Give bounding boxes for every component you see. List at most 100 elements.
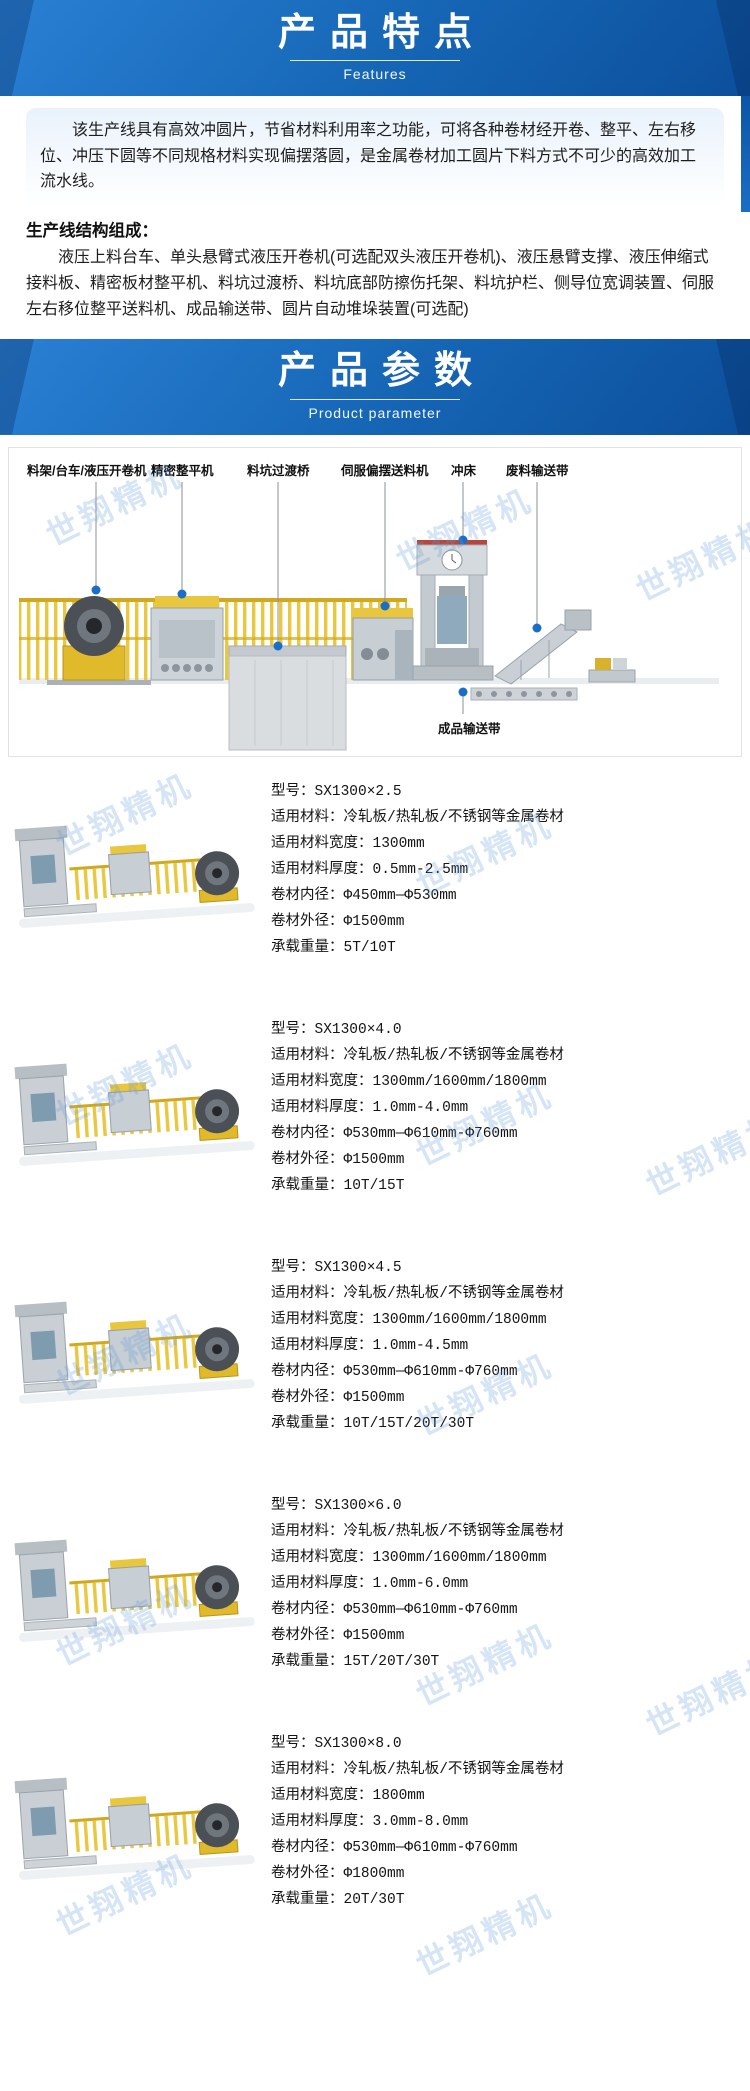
features-banner-subtitle: Features <box>343 66 407 83</box>
spec-label: 适用材料宽度： <box>271 835 373 852</box>
spec-label: 卷材外径： <box>271 913 344 930</box>
spec-label: 适用材料宽度： <box>271 1787 373 1804</box>
spec-value: 1.0mm-4.0mm <box>372 1099 469 1116</box>
params-banner-title: 产品参数 <box>277 350 486 393</box>
spec-value: SX1300×4.0 <box>314 1021 402 1038</box>
spec-label: 卷材外径： <box>271 1389 344 1406</box>
spec-value: Φ530mm—Φ610mm-Φ760mm <box>343 1363 518 1380</box>
spec-row: 适用材料厚度：0.5mm-2.5mm <box>271 857 738 883</box>
spec-row: 卷材内径：Φ530mm—Φ610mm-Φ760mm <box>271 1835 738 1861</box>
spec-row: 承载重量：20T/30T <box>271 1887 738 1913</box>
spec-row: 卷材内径：Φ530mm—Φ610mm-Φ760mm <box>271 1121 738 1147</box>
spec-value: 1300mm/1600mm/1800mm <box>372 1073 547 1090</box>
spec-row: 承载重量：10T/15T <box>271 1173 738 1199</box>
diagram-label-press: 冲床 <box>451 463 477 478</box>
spec-row: 适用材料：冷轧板/热轧板/不锈钢等金属卷材 <box>271 805 738 831</box>
spec-row: 适用材料厚度：3.0mm-8.0mm <box>271 1809 738 1835</box>
spec-label: 卷材外径： <box>271 1627 344 1644</box>
spec-row: 适用材料宽度：1800mm <box>271 1783 738 1809</box>
spec-value: SX1300×6.0 <box>314 1497 402 1514</box>
model-block: 型号：SX1300×6.0 适用材料：冷轧板/热轧板/不锈钢等金属卷材适用材料宽度… <box>12 1493 738 1675</box>
spec-label: 卷材外径： <box>271 1151 344 1168</box>
spec-label: 适用材料厚度： <box>271 1813 373 1830</box>
structure-heading: 生产线结构组成： <box>26 221 158 240</box>
features-section: 该生产线具有高效冲圆片，节省材料利用率之功能，可将各种卷材经开卷、整平、左右移位… <box>0 96 750 339</box>
spec-row: 卷材外径：Φ1500mm <box>271 1623 738 1649</box>
production-line-thumbnail <box>14 1301 255 1404</box>
spec-value: 10T/15T <box>343 1177 405 1194</box>
spec-value: 1300mm <box>372 835 425 852</box>
spec-value: 5T/10T <box>343 939 396 956</box>
spec-row: 适用材料厚度：1.0mm-4.0mm <box>271 1095 738 1121</box>
spec-row: 承载重量：10T/15T/20T/30T <box>271 1411 738 1437</box>
spec-row: 型号：SX1300×4.5 <box>271 1255 738 1281</box>
spec-label: 型号： <box>271 1497 315 1514</box>
spec-value: 冷轧板/热轧板/不锈钢等金属卷材 <box>343 1047 564 1064</box>
spec-row: 卷材外径：Φ1500mm <box>271 909 738 935</box>
spec-label: 承载重量： <box>271 1415 344 1432</box>
spec-label: 卷材内径： <box>271 887 344 904</box>
production-line-thumbnail <box>14 1777 255 1880</box>
spec-label: 适用材料厚度： <box>271 1337 373 1354</box>
spec-value: 冷轧板/热轧板/不锈钢等金属卷材 <box>343 809 564 826</box>
production-line-thumbnail <box>14 825 255 928</box>
spec-value: Φ530mm—Φ610mm-Φ760mm <box>343 1125 518 1142</box>
spec-row: 适用材料：冷轧板/热轧板/不锈钢等金属卷材 <box>271 1281 738 1307</box>
model-image <box>12 1271 257 1421</box>
spec-value: Φ1500mm <box>343 1627 405 1644</box>
model-image <box>12 1033 257 1183</box>
banner-divider-line <box>290 398 460 400</box>
spec-label: 承载重量： <box>271 939 344 956</box>
spec-value: 3.0mm-8.0mm <box>372 1813 469 1830</box>
spec-row: 适用材料宽度：1300mm <box>271 831 738 857</box>
spec-value: 10T/15T/20T/30T <box>343 1415 475 1432</box>
spec-row: 卷材外径：Φ1800mm <box>271 1861 738 1887</box>
spec-label: 适用材料： <box>271 809 344 826</box>
diagram-panel: 料架/台车/液压开卷机 精密整平机 料坑过渡桥 伺服偏摆送料机 冲床 废料输送带… <box>8 446 742 757</box>
production-line-thumbnail <box>14 1539 255 1642</box>
spec-row: 适用材料宽度：1300mm/1600mm/1800mm <box>271 1307 738 1333</box>
spec-value: SX1300×8.0 <box>314 1735 402 1752</box>
spec-label: 适用材料厚度： <box>271 1099 373 1116</box>
spec-value: 0.5mm-2.5mm <box>372 861 469 878</box>
banner-divider-line <box>290 60 460 62</box>
spec-value: 20T/30T <box>343 1891 405 1908</box>
model-image <box>12 1747 257 1897</box>
spec-row: 承载重量：5T/10T <box>271 935 738 961</box>
model-image <box>12 1509 257 1659</box>
spec-row: 卷材内径：Φ530mm—Φ610mm-Φ760mm <box>271 1597 738 1623</box>
diagram-label-uncoiler: 料架/台车/液压开卷机 <box>27 463 147 478</box>
model-image <box>12 795 257 945</box>
spec-value: 冷轧板/热轧板/不锈钢等金属卷材 <box>343 1761 564 1778</box>
spec-value: 冷轧板/热轧板/不锈钢等金属卷材 <box>343 1523 564 1540</box>
spec-row: 适用材料厚度：1.0mm-6.0mm <box>271 1571 738 1597</box>
spec-row: 适用材料：冷轧板/热轧板/不锈钢等金属卷材 <box>271 1757 738 1783</box>
spec-row: 适用材料：冷轧板/热轧板/不锈钢等金属卷材 <box>271 1519 738 1545</box>
spec-value: Φ1500mm <box>343 1151 405 1168</box>
spec-label: 承载重量： <box>271 1891 344 1908</box>
spec-row: 承载重量：15T/20T/30T <box>271 1649 738 1675</box>
spec-label: 适用材料厚度： <box>271 861 373 878</box>
spec-row: 适用材料：冷轧板/热轧板/不锈钢等金属卷材 <box>271 1043 738 1069</box>
spec-label: 卷材内径： <box>271 1839 344 1856</box>
spec-value: Φ1500mm <box>343 1389 405 1406</box>
spec-row: 卷材内径：Φ450mm—Φ530mm <box>271 883 738 909</box>
spec-label: 适用材料宽度： <box>271 1549 373 1566</box>
spec-label: 适用材料： <box>271 1285 344 1302</box>
production-line-thumbnail <box>14 1063 255 1166</box>
spec-row: 卷材外径：Φ1500mm <box>271 1147 738 1173</box>
production-line-illustration <box>19 481 719 750</box>
params-banner-subtitle: Product parameter <box>308 404 442 421</box>
spec-label: 适用材料： <box>271 1523 344 1540</box>
spec-label: 卷材内径： <box>271 1601 344 1618</box>
params-banner: 产品参数 Product parameter <box>0 338 750 435</box>
spec-label: 适用材料宽度： <box>271 1311 373 1328</box>
